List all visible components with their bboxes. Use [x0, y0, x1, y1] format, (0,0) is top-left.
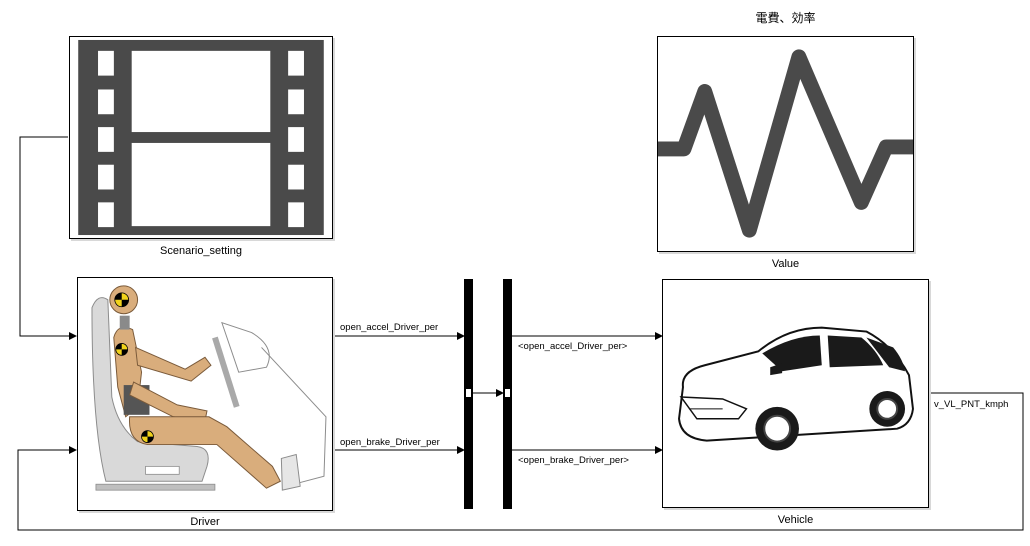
value-scope-block[interactable]	[657, 36, 914, 252]
line-scenario-to-driver[interactable]	[19, 136, 77, 340]
driver-label: Driver	[190, 516, 220, 528]
signal-label-accel-in: <open_accel_Driver_per>	[518, 341, 628, 352]
signal-label-speed: v_VL_PNT_kmph	[934, 399, 1009, 410]
crash-test-dummy-driver-icon	[91, 285, 327, 491]
scenario-setting-label: Scenario_setting	[160, 245, 242, 257]
bus-selector-block[interactable]	[503, 279, 512, 509]
scenario-setting-block[interactable]	[69, 36, 333, 239]
signal-label-brake-in: <open_brake_Driver_per>	[518, 455, 629, 466]
signal-label-brake-out: open_brake_Driver_per	[340, 437, 440, 448]
signal-label-accel-out: open_accel_Driver_per	[340, 322, 439, 333]
vehicle-block[interactable]	[662, 279, 929, 508]
value-label: Value	[771, 258, 800, 270]
waveform-icon	[658, 49, 913, 238]
bus-creator-port-icon	[466, 389, 471, 397]
bus-selector-port-icon	[505, 389, 510, 397]
bus-creator-block[interactable]	[464, 279, 473, 509]
vehicle-label: Vehicle	[777, 514, 814, 526]
car-icon	[678, 326, 914, 451]
scope-title: 電費、効率	[755, 11, 816, 25]
driver-block[interactable]	[77, 277, 333, 511]
film-strip-icon	[78, 39, 324, 236]
line-speed-feedback[interactable]	[17, 392, 1024, 531]
